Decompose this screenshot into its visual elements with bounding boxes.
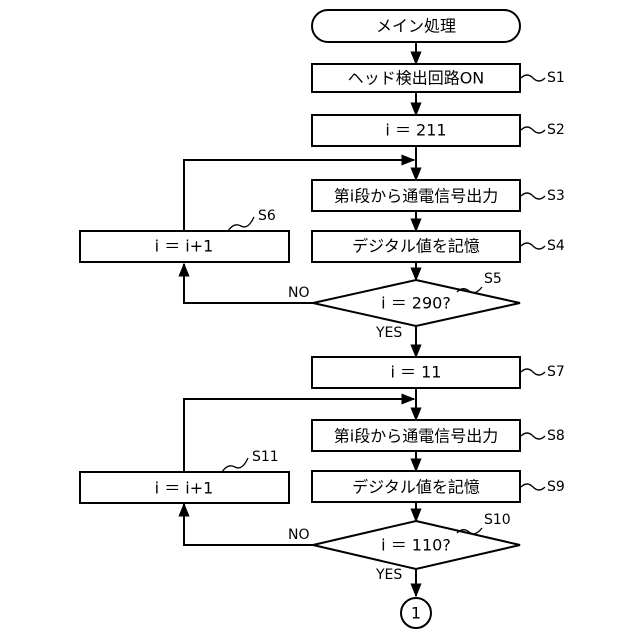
step-s11-tag: S11: [252, 449, 279, 465]
step-s8-label: 第i段から通電信号出力: [334, 427, 498, 446]
step-s6-tag: S6: [258, 208, 276, 224]
step-s5-no-label: NO: [288, 285, 310, 301]
step-s9-leader: [521, 484, 545, 490]
step-s2-label: i ＝ 211: [385, 121, 446, 140]
step-s10-no-label: NO: [288, 527, 310, 543]
step-s10-tag: S10: [484, 512, 511, 528]
step-s9-label: デジタル値を記憶: [352, 478, 480, 497]
step-s3-label: 第i段から通電信号出力: [334, 187, 498, 206]
step-s6-leader: [228, 217, 254, 231]
step-s3-tag: S3: [547, 188, 565, 204]
step-s11-leader: [222, 458, 248, 472]
step-s1-label: ヘッド検出回路ON: [348, 69, 485, 88]
offpage-connector-label: 1: [411, 604, 421, 623]
step-s5-label: i ＝ 290?: [381, 294, 451, 313]
step-s1-leader: [521, 75, 545, 81]
step-s4-leader: [521, 243, 545, 249]
step-s10-yes-label: YES: [375, 567, 402, 583]
start-label: メイン処理: [376, 17, 456, 36]
step-s7-label: i ＝ 11: [391, 363, 442, 382]
step-s7-tag: S7: [547, 364, 565, 380]
step-s5-yes-label: YES: [375, 325, 402, 341]
step-s10-label: i ＝ 110?: [381, 536, 451, 555]
step-s3-leader: [521, 193, 545, 199]
step-s8-leader: [521, 433, 545, 439]
step-s7-leader: [521, 369, 545, 375]
step-s2-leader: [521, 127, 545, 133]
step-s4-label: デジタル値を記憶: [352, 237, 480, 256]
step-s6-label: i ＝ i+1: [155, 237, 214, 256]
step-s11-label: i ＝ i+1: [155, 479, 214, 498]
step-s4-tag: S4: [547, 238, 565, 254]
step-s8-tag: S8: [547, 428, 565, 444]
step-s2-tag: S2: [547, 122, 565, 138]
step-s9-tag: S9: [547, 479, 565, 495]
step-s1-tag: S1: [547, 70, 565, 86]
step-s5-tag: S5: [484, 271, 502, 287]
